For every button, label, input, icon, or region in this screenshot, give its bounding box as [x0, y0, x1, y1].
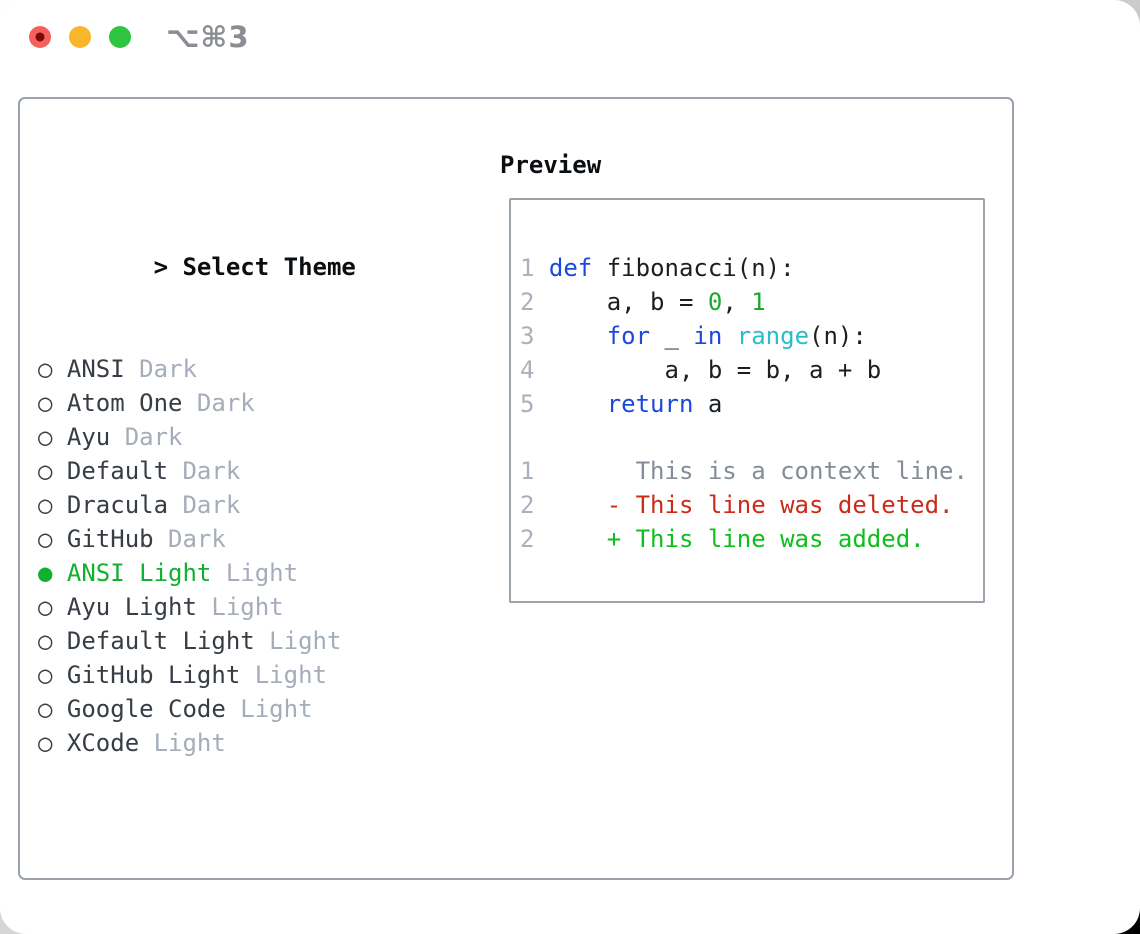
minimize-button[interactable] [69, 26, 91, 48]
preview-code: 1 def fibonacci(n): 2 a, b = 0, 1 3 for _ … [520, 251, 968, 556]
theme-option[interactable]: ○ XCode Light [38, 726, 443, 760]
prompt-icon: > [153, 253, 169, 281]
radio-icon: ○ [38, 729, 53, 757]
theme-option[interactable]: ○ Default Light Light [38, 624, 443, 658]
theme-variant-tag: Light [269, 627, 342, 655]
radio-selected-icon: ● [38, 559, 53, 587]
radio-icon: ○ [38, 491, 53, 519]
diff-line-context: 1 This is a context line. [520, 457, 968, 485]
preview-box: 1 def fibonacci(n): 2 a, b = 0, 1 3 for _ … [509, 198, 985, 603]
code-line: 4 a, b = b, a + b [520, 356, 882, 384]
theme-variant-tag: Dark [196, 389, 255, 417]
theme-name: GitHub [66, 525, 154, 553]
theme-variant-tag: Light [211, 593, 284, 621]
code-line: 2 a, b = 0, 1 [520, 288, 766, 316]
code-line: 1 def fibonacci(n): [520, 254, 795, 282]
radio-icon: ○ [38, 593, 53, 621]
theme-option[interactable]: ○ Dracula Dark [38, 488, 443, 522]
spacer [38, 862, 443, 896]
select-theme-title: Select Theme [182, 253, 356, 281]
theme-variant-tag: Dark [168, 525, 226, 553]
radio-icon: ○ [38, 661, 53, 689]
theme-name: Default Light [66, 627, 255, 655]
theme-option[interactable]: ○ Ayu Light Light [38, 590, 443, 624]
titlebar: ⌥⌘3 [0, 0, 1140, 74]
theme-name: Default [66, 457, 169, 485]
theme-option[interactable]: ○ Default Dark [38, 454, 443, 488]
code-line: 5 return a [520, 390, 723, 418]
radio-icon: ○ [38, 389, 53, 417]
theme-option[interactable]: ○ Google Code Light [38, 692, 443, 726]
theme-option[interactable]: ○ Ayu Dark [38, 420, 443, 454]
select-theme-header: > Select Theme [38, 216, 443, 281]
theme-variant-tag: Dark [139, 355, 197, 383]
theme-option[interactable]: ○ GitHub Light Light [38, 658, 443, 692]
close-button-focus-dot [35, 32, 45, 42]
theme-name: ANSI Light [66, 559, 212, 587]
theme-variant-tag: Light [254, 661, 327, 689]
theme-variant-tag: Light [225, 559, 299, 587]
diff-line-deleted: 2 - This line was deleted. [520, 491, 954, 519]
theme-variant-tag: Dark [124, 423, 183, 451]
theme-variant-tag: Dark [182, 457, 241, 485]
theme-name: XCode [66, 729, 140, 757]
radio-icon: ○ [38, 695, 53, 723]
theme-name: Ayu [66, 423, 111, 451]
radio-icon: ○ [38, 355, 53, 383]
preview-title: Preview [500, 151, 602, 179]
theme-variant-tag: Light [240, 695, 313, 723]
keyboard-shortcut-badge: ⌥⌘3 [166, 20, 250, 54]
theme-name: Ayu Light [66, 593, 197, 621]
code-block: 1 def fibonacci(n): 2 a, b = 0, 1 3 for _ … [520, 251, 968, 421]
theme-variant-tag: Light [153, 729, 226, 757]
close-button[interactable] [29, 26, 51, 48]
radio-icon: ○ [38, 525, 53, 553]
theme-variant-tag: Dark [182, 491, 241, 519]
zoom-button[interactable] [109, 26, 131, 48]
radio-icon: ○ [38, 423, 53, 451]
radio-icon: ○ [38, 627, 53, 655]
theme-name: ANSI [66, 355, 125, 383]
theme-option[interactable]: ○ Atom One Dark [38, 386, 443, 420]
diff-line-added: 2 + This line was added. [520, 525, 925, 553]
theme-option[interactable]: ○ ANSI Dark [38, 352, 443, 386]
theme-option[interactable]: ○ GitHub Dark [38, 522, 443, 556]
theme-name: Atom One [66, 389, 183, 417]
radio-icon: ○ [38, 457, 53, 485]
theme-name: Google Code [66, 695, 226, 723]
diff-block: 1 This is a context line. 2 - This line w… [520, 454, 968, 556]
theme-name: Dracula [66, 491, 169, 519]
code-line: 3 for _ in range(n): [520, 322, 867, 350]
theme-name: GitHub Light [66, 661, 241, 689]
theme-option[interactable]: ● ANSI Light Light [38, 556, 443, 590]
